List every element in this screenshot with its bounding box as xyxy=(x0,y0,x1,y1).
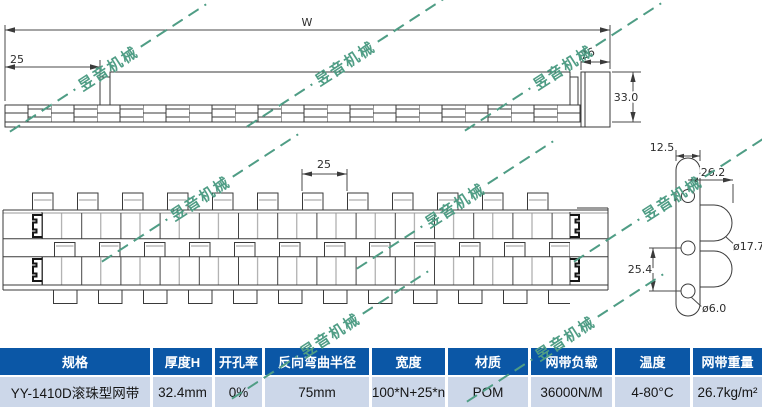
side-detail-view: 12.5 26.2 ø17.7 25.4 xyxy=(626,139,762,317)
middle-hinge-row xyxy=(54,242,570,257)
dim-label-hole-pitch: 25.4 xyxy=(628,263,653,276)
dim-right-edge: 26 xyxy=(577,43,610,70)
spec-header-open-area: 开孔率 xyxy=(215,348,262,375)
lower-module-band xyxy=(42,257,570,285)
spec-header-material: 材质 xyxy=(448,348,528,375)
spec-header-back-bend-radius: 反向弯曲半径 xyxy=(265,348,369,375)
dim-hole-pitch: 25.4 xyxy=(626,247,681,292)
spec-value-model: YY-1410D滚珠型网带 xyxy=(0,377,150,407)
dim-hole-diameter: ø6.0 xyxy=(690,296,728,317)
spec-value-weight: 26.7kg/m² xyxy=(693,377,762,407)
edge-clip xyxy=(32,258,42,282)
edge-clip xyxy=(32,214,42,238)
belt-top-modules xyxy=(109,71,571,106)
dim-label-right-edge: 26 xyxy=(579,45,597,62)
belt-right-block xyxy=(580,71,611,128)
upper-module-band xyxy=(42,213,570,239)
dim-pitch: 25 xyxy=(301,158,348,191)
belt-bottom-strip xyxy=(4,121,582,128)
roller-upper xyxy=(699,204,733,242)
dim-label-left-edge: 25 xyxy=(10,53,24,66)
belt-bottom-band xyxy=(4,104,582,123)
dim-label-roller-offset: 26.2 xyxy=(701,166,726,179)
spec-value-load: 36000N/M xyxy=(531,377,612,407)
spec-header-thickness: 厚度H xyxy=(153,348,212,375)
plan-view: 25 xyxy=(2,158,609,304)
front-elevation-view: W 25 26 xyxy=(4,16,641,128)
dim-label-hole-diameter: ø6.0 xyxy=(702,302,726,315)
dim-label-belt-height: 33.0 xyxy=(614,91,639,104)
spec-value-thickness: 32.4mm xyxy=(153,377,212,407)
spec-header-weight: 网带重量 xyxy=(693,348,762,375)
spec-header-temperature: 温度 xyxy=(615,348,690,375)
spec-header-load: 网带负载 xyxy=(531,348,612,375)
top-tab-row xyxy=(32,192,570,210)
dim-roller-diameter: ø17.7 xyxy=(725,236,762,255)
roller-lower xyxy=(699,250,733,288)
dim-label-roller-diameter: ø17.7 xyxy=(733,240,762,253)
belt-right-step xyxy=(569,76,579,106)
bottom-tab-row xyxy=(53,290,570,304)
belt-left-step xyxy=(99,76,111,106)
technical-drawing: W 25 26 xyxy=(2,16,762,317)
dim-label-w: W xyxy=(302,16,313,29)
spec-header-width: 宽度 xyxy=(372,348,445,375)
dim-label-pitch: 25 xyxy=(317,158,331,171)
edge-clip xyxy=(570,258,580,282)
dim-belt-height: 33.0 xyxy=(612,71,641,123)
spec-table: 规格 厚度H 开孔率 反向弯曲半径 宽度 材质 网带负载 温度 网带重量 YY-… xyxy=(0,348,762,407)
dim-label-plate-width: 12.5 xyxy=(650,141,675,154)
spec-value-material: POM xyxy=(448,377,528,407)
spec-value-temperature: 4-80°C xyxy=(615,377,690,407)
spec-value-width: 100*N+25*n xyxy=(372,377,445,407)
dim-left-edge: 25 xyxy=(5,53,101,93)
spec-value-back-bend-radius: 75mm xyxy=(265,377,369,407)
spec-header-spec: 规格 xyxy=(0,348,150,375)
dim-plate-width: 12.5 xyxy=(648,139,701,161)
spec-value-open-area: 0% xyxy=(215,377,262,407)
edge-clip xyxy=(570,214,580,238)
